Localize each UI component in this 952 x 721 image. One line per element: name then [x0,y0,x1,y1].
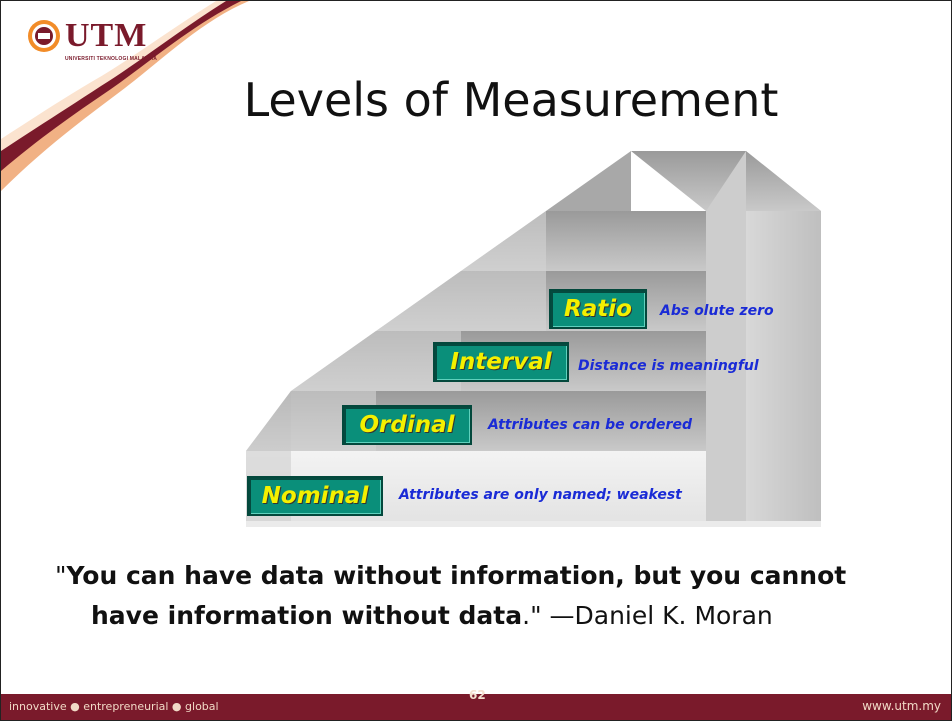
slide-title: Levels of Measurement [243,73,779,127]
footer-url: www.utm.my [862,699,941,713]
level-interval-description: Distance is meaningful [578,358,759,374]
logo-text: UTM [65,17,148,54]
level-nominal-label: Nominal [247,476,383,516]
level-ratio-label: Ratio [549,289,647,329]
level-interval-label: Interval [433,342,569,382]
level-ratio-description: Abs olute zero [660,303,774,319]
logo-subtext: UNIVERSITI TEKNOLOGI MALAYSIA [65,56,158,62]
staircase-illustration [246,151,821,527]
page-number: 62 [469,688,486,702]
level-ordinal-label: Ordinal [342,405,472,445]
utm-emblem-icon [28,20,60,52]
level-nominal-description: Attributes are only named; weakest [399,487,682,503]
quote-attribution: ." —Daniel K. Moran [522,601,773,630]
footer-bar: innovative ● entrepreneurial ● global 62… [1,688,951,720]
quote: "You can have data without information, … [51,556,941,636]
quote-text-part1: You can have data without information, b… [66,561,847,590]
footer-tagline: innovative ● entrepreneurial ● global [9,700,219,713]
utm-logo: UTM [27,19,147,53]
level-ordinal-description: Attributes can be ordered [488,417,692,433]
quote-text-part2: have information without data [91,601,523,630]
quote-open-mark: " [55,561,67,590]
